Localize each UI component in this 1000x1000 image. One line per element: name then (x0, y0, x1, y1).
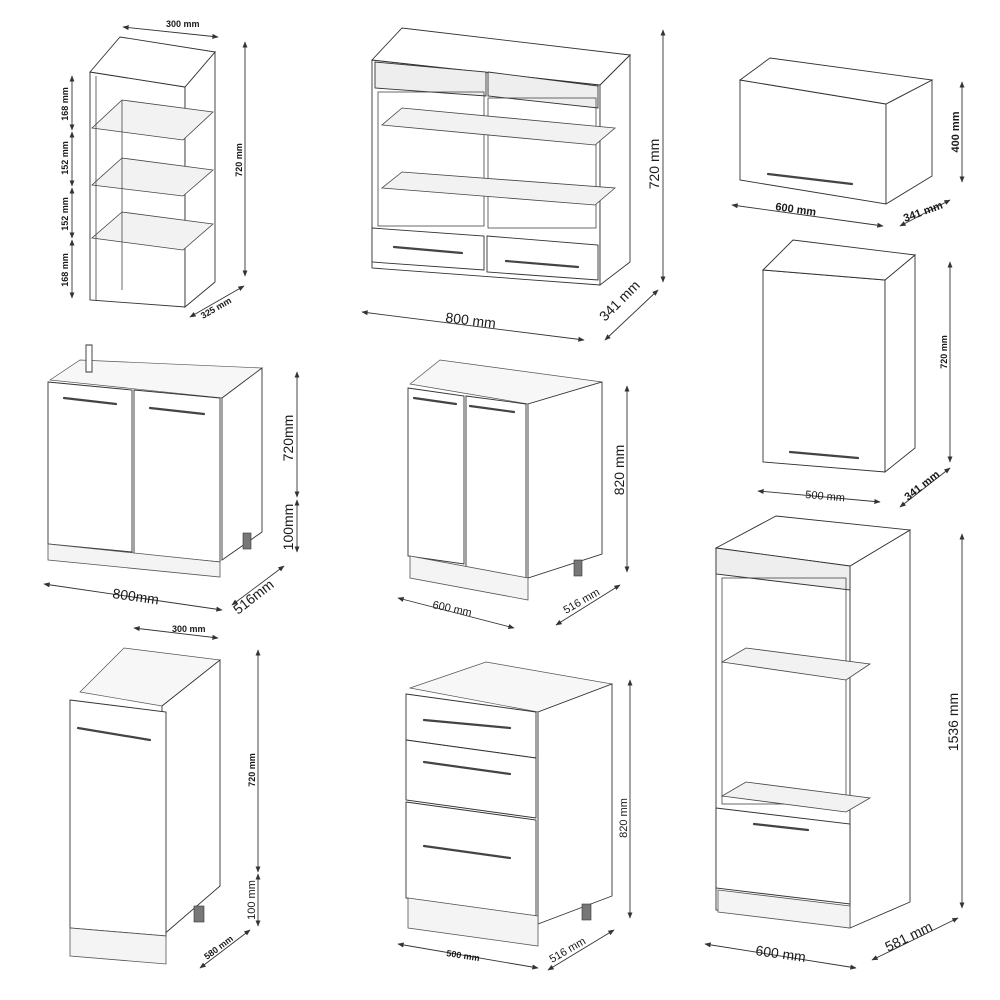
width-label: 300 mm (166, 19, 200, 29)
height-label: 720mm (280, 415, 296, 462)
depth-label: 341 mm (596, 277, 643, 324)
width-dimension-line (43, 582, 223, 612)
depth-label: 341 mm (902, 199, 945, 224)
width-dimension-line (133, 626, 219, 640)
depth-dimension-line (871, 917, 959, 961)
glass-wall-cabinet: 800 mm 720 mm 341 mm (361, 27, 666, 342)
single-wall-cabinet: 500 mm 720 mm 341 mm (757, 239, 953, 508)
width-label: 600 mm (755, 942, 807, 965)
tall-oven-cabinet: 600 mm 1536 mm 581 mm (704, 515, 965, 970)
depth-label: 516 mm (548, 935, 588, 965)
depth-dimension-line (199, 929, 251, 969)
width-dimension-line (731, 203, 884, 228)
width-label: 800mm (112, 585, 160, 607)
width-label: 300 mm (172, 624, 206, 634)
depth-dimension-line (555, 584, 621, 626)
width-dimension-line (704, 942, 857, 970)
plinth-label: 100mm (280, 504, 296, 551)
depth-label: 325 mm (199, 295, 233, 320)
width-dimension-line (397, 942, 539, 970)
shelf-label: 152 mm (60, 197, 70, 231)
depth-label: 516 mm (562, 586, 602, 616)
depth-dimension-line (189, 285, 245, 318)
width-label: 500 mm (805, 489, 846, 504)
height-label: 720 mm (247, 753, 257, 787)
depth-dimension-line (231, 565, 285, 606)
plinth-label: 100 mm (246, 880, 258, 920)
height-label: 400 mm (950, 111, 962, 152)
drawer-base-cabinet: 500 mm 820 mm 516 mm (397, 661, 633, 971)
sink-base-cabinet: 800mm 720mm 100mm 516mm (43, 344, 300, 617)
depth-dimension-line (899, 199, 951, 227)
height-label: 720 mm (646, 139, 662, 190)
height-label: 720 mm (939, 335, 949, 369)
depth-label: 581 mm (882, 918, 934, 955)
hood-wall-cabinet: 600 mm 400 mm 341 mm (731, 57, 965, 228)
shelf-label: 168 mm (60, 253, 70, 287)
narrow-base-cabinet: 300 mm 720 mm 100 mm 580 mm (69, 624, 261, 969)
depth-label: 341 mm (902, 469, 942, 504)
height-label: 820 mm (611, 445, 627, 496)
height-label: 820 mm (618, 798, 630, 838)
depth-dimension-line (547, 929, 615, 971)
height-label: 720 mm (234, 143, 244, 177)
width-dimension-line (122, 25, 219, 39)
depth-dimension-line (604, 289, 659, 341)
depth-dimension-line (899, 467, 951, 508)
shelf-label: 152 mm (60, 141, 70, 175)
open-shelf-cabinet: 300 mm 720 mm 325 mm 168 mm 152 mm 152 m… (60, 19, 248, 321)
shelf-label: 168 mm (60, 87, 70, 121)
width-label: 600 mm (431, 599, 472, 619)
width-label: 600 mm (775, 201, 817, 219)
depth-label: 516mm (230, 576, 277, 617)
width-dimension-line (397, 596, 515, 630)
height-label: 1536 mm (945, 693, 961, 751)
width-dimension-line (361, 310, 585, 342)
width-dimension-line (757, 488, 881, 505)
width-label: 800 mm (445, 309, 497, 331)
width-label: 500 mm (446, 948, 481, 963)
double-door-base-cabinet: 600 mm 820 mm 516 mm (397, 359, 630, 630)
depth-label: 580 mm (202, 933, 235, 961)
